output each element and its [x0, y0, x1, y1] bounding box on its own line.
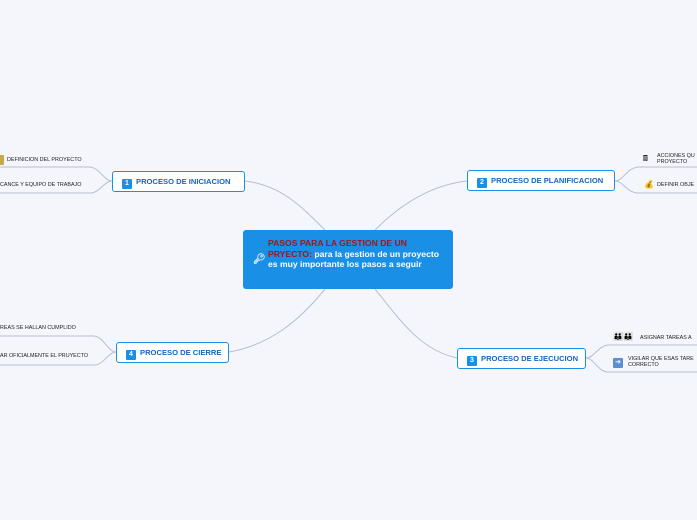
central-title: PASOS PARA LA GESTION DE UN PRYECTO: [268, 238, 407, 259]
leaf-acciones[interactable]: ACCIONES QU PROYECTO: [657, 153, 695, 166]
document-icon: [0, 155, 4, 165]
leaf-vigilar-tareas[interactable]: VIGILAR QUE ESAS TARE CORRECTO: [628, 356, 694, 369]
leaf-definicion-proyecto[interactable]: DEFINICION DEL PROYECTO: [7, 157, 82, 163]
number-badge: 4: [126, 350, 136, 360]
connector-central-branch3: [374, 288, 458, 359]
leaf-vigilar-line2: CORRECTO: [628, 362, 659, 369]
connector-branch4-leaf1: [0, 335, 117, 353]
key-icon: 🔑︎: [253, 254, 266, 265]
connector-branch3-leaf2: [585, 357, 697, 373]
leaf-acciones-line2: PROYECTO: [657, 159, 688, 166]
connector-central-branch1: [244, 180, 326, 231]
number-badge: 2: [477, 178, 487, 188]
connector-central-branch4: [228, 288, 326, 353]
connector-branch3-leaf1: [585, 344, 697, 359]
connector-central-branch2: [374, 180, 468, 231]
connector-branch1-leaf1: [0, 166, 113, 182]
branch-node-2[interactable]: 2 PROCESO DE PLANIFICACION: [467, 170, 615, 191]
branch-label: PROCESO DE EJECUCION: [481, 354, 579, 363]
people-icon: 👪👪: [613, 332, 633, 341]
branch-node-1[interactable]: 1 PROCESO DE INICIACION: [112, 171, 245, 192]
branch-node-3[interactable]: 3 PROCESO DE EJECUCION: [457, 348, 586, 369]
connector-branch1-leaf2: [0, 180, 113, 194]
cash-register-icon: 🖩: [643, 154, 648, 163]
central-topic[interactable]: 🔑︎ PASOS PARA LA GESTION DE UN PRYECTO: …: [243, 230, 453, 289]
central-subtitle: para la gestion de un proyecto es muy im…: [268, 248, 439, 270]
branch-label: PROCESO DE INICIACION: [136, 177, 231, 186]
connector-branch2-leaf2: [614, 180, 697, 194]
leaf-asignar-tareas[interactable]: ASIGNAR TAREAS A: [640, 335, 692, 341]
money-bag-icon: 💰: [644, 180, 654, 189]
connector-branch2-leaf1: [614, 166, 697, 182]
leaf-tareas-cumplido[interactable]: REAS SE HALLAN CUMPLIDO: [0, 325, 76, 331]
right-arrow-icon: ➔: [613, 358, 623, 368]
leaf-vigilar-line1: VIGILAR QUE ESAS TARE: [628, 356, 694, 362]
leaf-acciones-line1: ACCIONES QU: [657, 153, 695, 159]
leaf-alcance-equipo[interactable]: CANCE Y EQUIPO DE TRABAJO: [0, 182, 82, 188]
branch-label: PROCESO DE PLANIFICACION: [491, 176, 604, 185]
central-separator: :: [309, 248, 312, 259]
branch-node-4[interactable]: 4 PROCESO DE CIERRE: [116, 342, 229, 363]
branch-label: PROCESO DE CIERRE: [140, 348, 222, 357]
connector-branch4-leaf2: [0, 351, 117, 366]
leaf-cerrar-proyecto[interactable]: AR OFICIALMENTE EL PRUYECTO: [0, 353, 89, 359]
number-badge: 1: [122, 179, 132, 189]
number-badge: 3: [467, 356, 477, 366]
leaf-definir-objetivos[interactable]: DEFINIR OBJE: [657, 182, 695, 188]
